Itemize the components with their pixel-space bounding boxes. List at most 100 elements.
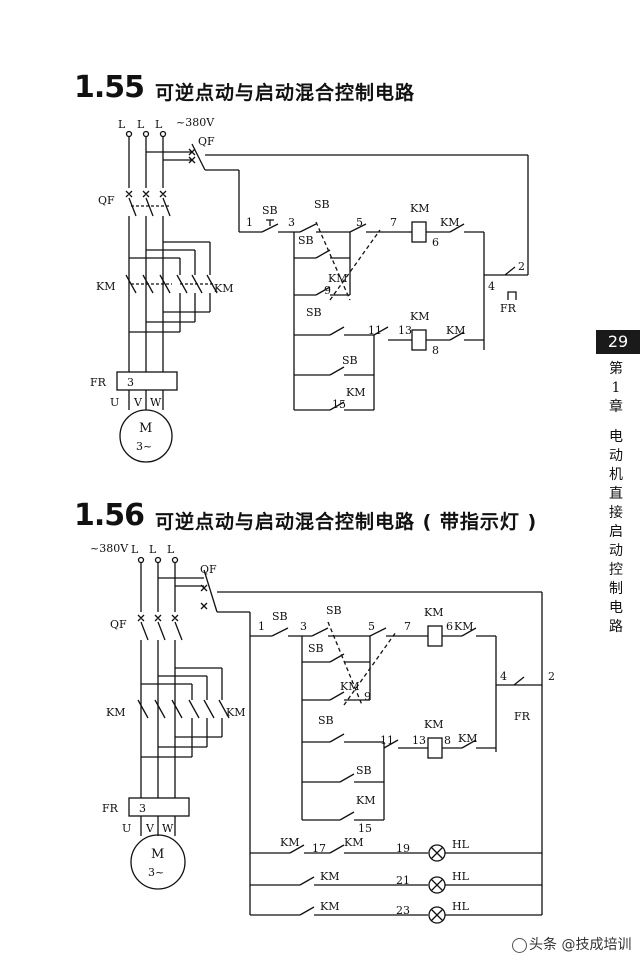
motor-phase-2: 3~ [148,866,164,879]
line-l1-label: L [118,118,126,131]
node-3-b: 3 [300,620,307,633]
fr-contact-label-2: FR [514,710,531,723]
platform-logo-icon [512,937,527,953]
lamp-hl2-label: HL [452,870,470,883]
km2-coil-label: KM [410,310,429,323]
line-l3-label-2: L [167,543,175,556]
sb5-label: SB [342,354,358,367]
node-8-b: 8 [444,734,451,747]
km2-coil-label-2: KM [424,718,443,731]
lamp1-km1-label: KM [280,836,299,849]
km1-main-label: KM [96,280,115,293]
node-2-b: 2 [548,670,555,683]
node-5-b: 5 [368,620,375,633]
node-4-b: 4 [500,670,507,683]
fr-label-2: FR [102,802,119,815]
km2-main-label-2: KM [226,706,245,719]
node-15: 15 [332,398,346,411]
lamp3-km2-label: KM [320,900,339,913]
sb4-label-2: SB [318,714,334,727]
lamp3-node-23: 23 [396,904,410,917]
section-title-2: 可逆点动与启动混合控制电路 ( 带指示灯 ) [155,511,538,533]
qf1-label: QF [98,194,115,207]
km2-hold-label-2: KM [356,794,375,807]
terminal-u: U [110,396,119,409]
lamp-hl3-label: HL [452,900,470,913]
sb3-label: SB [298,234,314,247]
km1-interlock-label: KM [446,324,465,337]
node-1: 1 [246,216,253,229]
node-1-b: 1 [258,620,265,633]
node-9: 9 [324,284,331,297]
lamp1-node-17: 17 [312,842,326,855]
motor-label-2: M [151,847,164,862]
node-11: 11 [368,324,382,337]
motor-label: M [139,421,152,436]
km2-interlock-label: KM [440,216,459,229]
node-7-b: 7 [404,620,411,633]
sb2-label-2: SB [326,604,342,617]
node-2: 2 [518,260,525,273]
sb2-label: SB [314,198,330,211]
sb3-label-2: SB [308,642,324,655]
supply-voltage: ~380V [176,116,215,129]
node-6: 6 [432,236,439,249]
sb5-label-2: SB [356,764,372,777]
terminal-w: W [150,396,162,409]
km2-hold-label: KM [346,386,365,399]
km1-hold-label: KM [328,272,347,285]
node-8: 8 [432,344,439,357]
qf1-label-2: QF [110,618,127,631]
km2-main-label: KM [214,282,233,295]
watermark: 头条 @技成培训 [512,934,631,954]
sb1-label-2: SB [272,610,288,623]
node-7: 7 [390,216,397,229]
km2-interlock-label-2: KM [454,620,473,633]
section-number-1: 1.55 [74,70,145,105]
node-6-b: 6 [446,620,453,633]
terminal-v-2: V [145,822,155,835]
node-9-b: 9 [364,690,371,703]
lamp1-km2-label: KM [344,836,363,849]
node-15-b: 15 [358,822,372,835]
line-l1-label-2: L [131,543,139,556]
terminal-w-2: W [162,822,174,835]
terminal-u-2: U [122,822,131,835]
line-l3-label: L [155,118,163,131]
section-title-1: 可逆点动与启动混合控制电路 [155,82,416,104]
circuit-diagram-1: L L L ~380V QF QF KM KM FR 3 U V W M 3~ … [90,116,529,463]
lamp1-node-19: 19 [396,842,410,855]
km1-main-label-2: KM [106,706,125,719]
page-number-tab: 29 [596,330,640,354]
node-11-b: 11 [380,734,394,747]
qf2-label-2: QF [200,563,217,576]
km1-interlock-label-2: KM [458,732,477,745]
qf2-label: QF [198,135,215,148]
lamp2-km1-label: KM [320,870,339,883]
chapter-title: 电动机 直接启 动控制 电路 [609,429,623,635]
node-13-b: 13 [412,734,426,747]
fr-contact-label: FR [500,302,517,315]
lamp-hl1-label: HL [452,838,470,851]
terminal-v: V [133,396,143,409]
lamp2-node-21: 21 [396,874,410,887]
fr-label: FR [90,376,107,389]
line-l2-label: L [137,118,145,131]
sb1-label: SB [262,204,278,217]
km1-coil-label-2: KM [424,606,443,619]
fr-box-number: 3 [127,376,134,389]
supply-voltage-2: ~380V [90,542,129,555]
km1-hold-label-2: KM [340,680,359,693]
sb4-label: SB [306,306,322,319]
km1-coil-label: KM [410,202,429,215]
node-5: 5 [356,216,363,229]
node-4: 4 [488,280,495,293]
fr-box-number-2: 3 [139,802,146,815]
motor-phase: 3~ [136,440,152,453]
section-number-2: 1.56 [74,498,145,533]
node-13: 13 [398,324,412,337]
node-3: 3 [288,216,295,229]
